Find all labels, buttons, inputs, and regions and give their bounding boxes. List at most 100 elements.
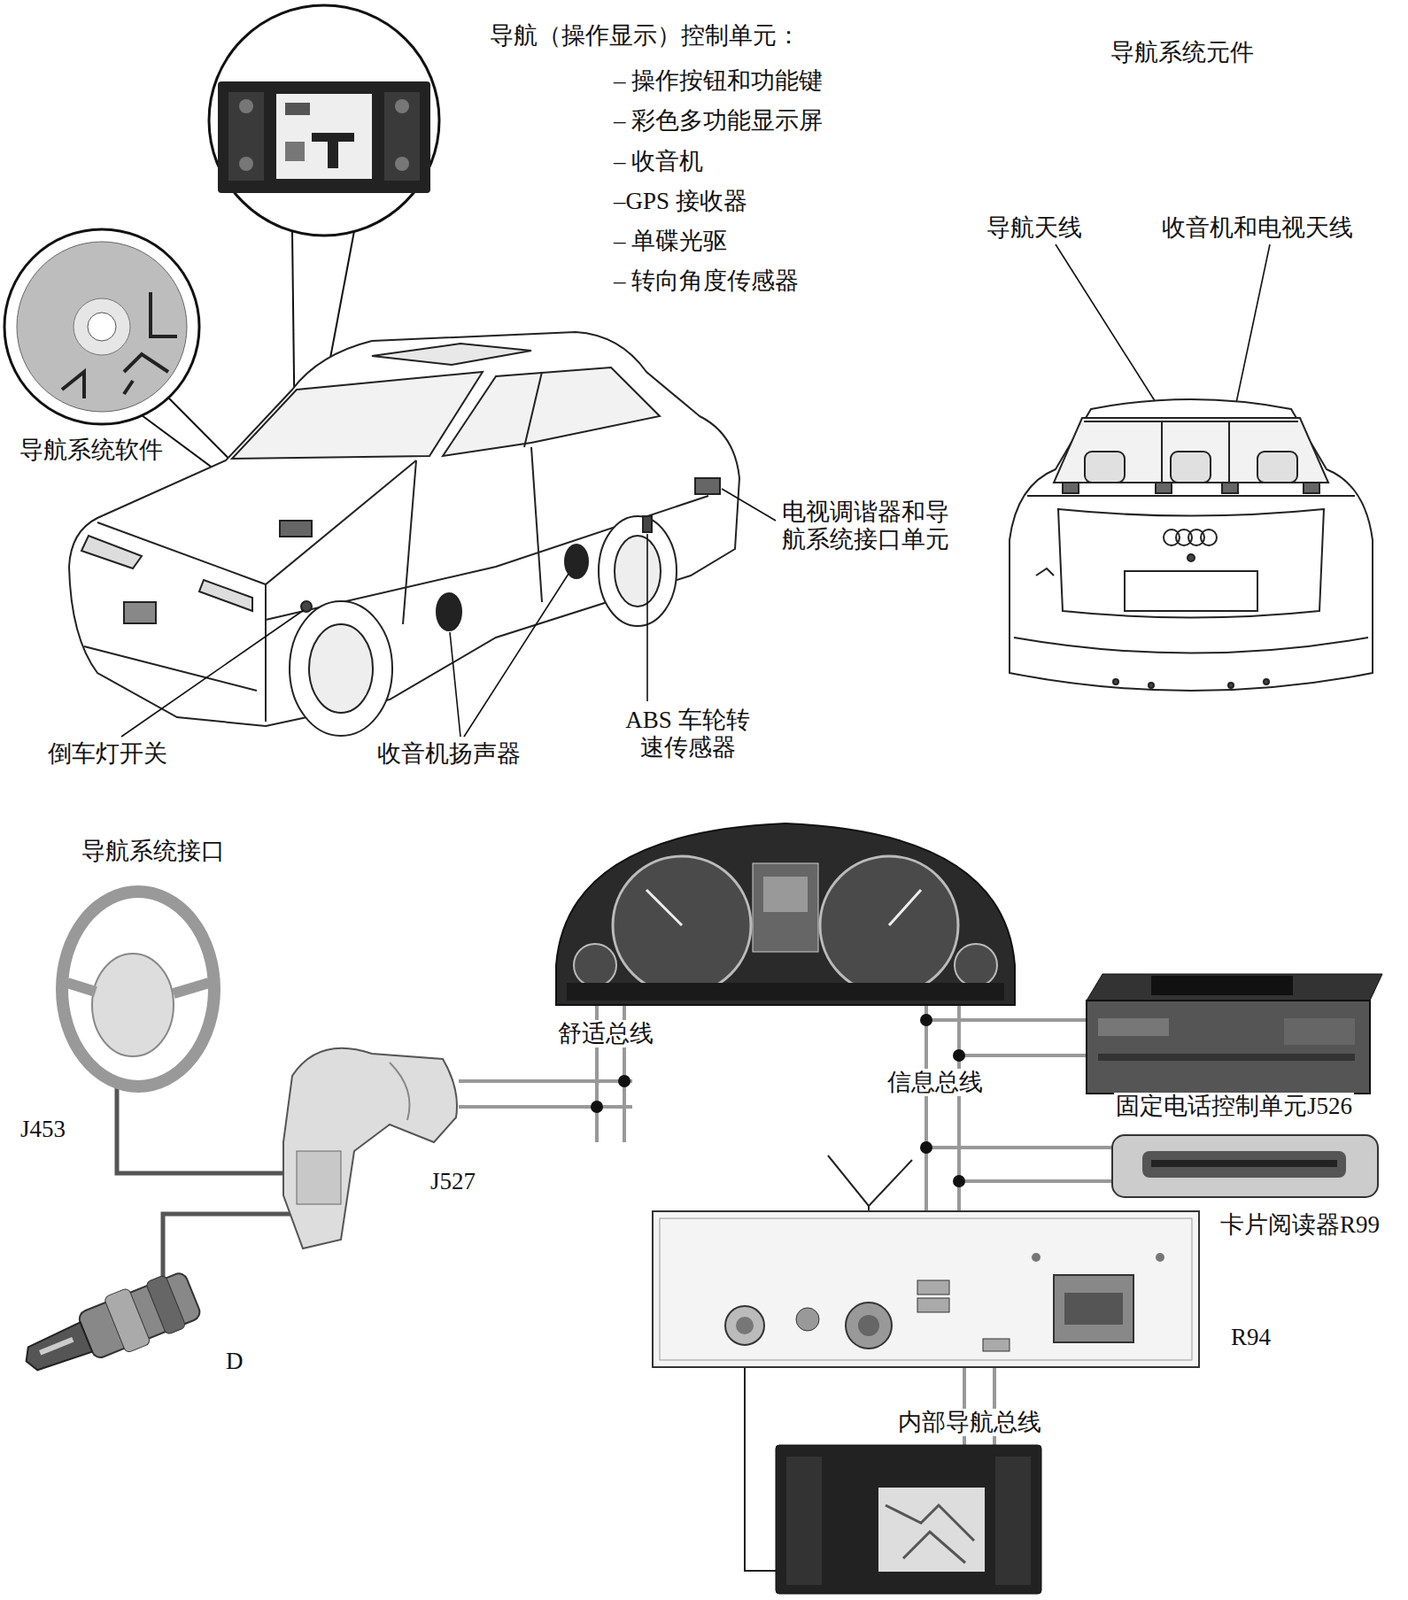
head-unit-callout-part bbox=[285, 141, 305, 162]
head-unit-callout-part bbox=[217, 81, 431, 194]
nav-computer-part bbox=[845, 1302, 892, 1349]
instrument-cluster-part bbox=[889, 889, 921, 926]
rear-car-drawing-part bbox=[1083, 420, 1299, 423]
car-drawing-part bbox=[695, 478, 720, 495]
rear-car-drawing-part bbox=[1062, 482, 1079, 494]
rear-car-drawing-part bbox=[1124, 571, 1258, 612]
leader-lines-part bbox=[646, 533, 649, 702]
nav-computer-part bbox=[1155, 1253, 1165, 1262]
instrument-cluster-part bbox=[820, 856, 959, 995]
card-reader-part bbox=[1142, 1151, 1347, 1178]
display-unit-part bbox=[775, 1445, 1042, 1594]
telephone-unit-part bbox=[1098, 1053, 1355, 1061]
car-drawing bbox=[69, 332, 740, 736]
card-reader-part bbox=[1151, 1160, 1338, 1168]
head-unit-callout-part bbox=[394, 156, 410, 171]
telephone-unit-part bbox=[1098, 1018, 1169, 1037]
ignition-switch-part bbox=[145, 1274, 186, 1335]
rear-car-drawing-part bbox=[1053, 417, 1329, 483]
part-label: 导航系统接口 bbox=[79, 837, 227, 866]
software-callout-part bbox=[123, 292, 178, 372]
car-drawing-part bbox=[371, 343, 532, 365]
ignition-switch-part bbox=[77, 1270, 203, 1361]
rear-car-drawing-part bbox=[1155, 482, 1172, 494]
bus-junctions-part bbox=[920, 1141, 933, 1154]
steering-column-module bbox=[283, 1048, 457, 1249]
display-unit-part bbox=[878, 1487, 985, 1572]
telephone-unit-part bbox=[1086, 1000, 1370, 1094]
part-label: 导航天线 bbox=[984, 214, 1084, 242]
part-label: 舒适总线 bbox=[556, 1020, 656, 1048]
part-label: 收音机扬声器 bbox=[375, 740, 523, 768]
car-drawing-part bbox=[97, 460, 417, 585]
rear-car-drawing-part bbox=[1013, 637, 1369, 654]
nav-computer-part bbox=[858, 1315, 880, 1337]
part-label: J527 bbox=[428, 1168, 478, 1196]
part-label: 导航系统软件 bbox=[17, 436, 165, 465]
part-label: R94 bbox=[1229, 1323, 1273, 1352]
nav-computer-part bbox=[1053, 1275, 1134, 1343]
car-drawing-part bbox=[564, 544, 588, 579]
rear-car-drawing-part bbox=[1222, 482, 1238, 494]
bus-junctions-part bbox=[920, 1013, 933, 1027]
rear-car-drawing-part bbox=[1257, 451, 1298, 483]
instrument-cluster-part bbox=[752, 863, 819, 952]
leader-lines-part bbox=[449, 632, 461, 737]
bus-junctions-part bbox=[952, 1175, 966, 1188]
display-unit bbox=[775, 1445, 1042, 1594]
part-label: 固定电话控制单元J526 bbox=[1114, 1092, 1354, 1121]
part-label: – 单碟光驱 bbox=[611, 227, 729, 256]
car-drawing-part bbox=[524, 371, 542, 448]
instrument-cluster-part bbox=[763, 876, 808, 913]
head-unit-callout-part bbox=[311, 132, 355, 169]
nav-computer-part bbox=[917, 1280, 950, 1295]
bus-junctions-part bbox=[590, 1100, 604, 1114]
nav-computer-part bbox=[725, 1306, 765, 1346]
rear-car-drawing-part bbox=[1113, 679, 1119, 685]
nav-computer-part bbox=[735, 1316, 754, 1335]
car-drawing-part bbox=[84, 646, 257, 691]
steering-column-module-part bbox=[296, 1151, 341, 1205]
part-label: – 操作按钮和功能键 bbox=[611, 67, 825, 95]
software-callout-part bbox=[61, 371, 133, 399]
part-label: 导航（操作显示）控制单元： bbox=[487, 22, 803, 50]
head-unit-callout-part bbox=[228, 92, 264, 181]
car-drawing-part bbox=[642, 516, 652, 533]
car-drawing-part bbox=[531, 447, 542, 603]
head-unit-callout-part bbox=[384, 92, 420, 181]
wires-part bbox=[162, 1214, 293, 1281]
car-drawing-part bbox=[442, 367, 660, 457]
instrument-cluster-part bbox=[556, 823, 1015, 1006]
car-drawing-part bbox=[232, 371, 483, 459]
bus-wires-part bbox=[458, 1105, 633, 1109]
telephone-unit-part bbox=[1086, 974, 1383, 1001]
card-reader bbox=[1112, 1135, 1378, 1198]
rear-car-drawing-part bbox=[1303, 482, 1320, 494]
nav-computer-part bbox=[1031, 1253, 1041, 1262]
rear-car-drawing-part bbox=[1187, 554, 1195, 562]
rear-car-drawing-part bbox=[1027, 495, 1355, 497]
rear-car-drawing-part bbox=[1084, 451, 1125, 483]
bus-junctions-part bbox=[952, 1049, 966, 1062]
steering-wheel-part bbox=[61, 891, 215, 1087]
leader-lines-part bbox=[464, 573, 569, 737]
car-drawing-part bbox=[199, 580, 253, 612]
steering-column-module-part bbox=[283, 1048, 457, 1249]
steering-wheel-part bbox=[67, 982, 209, 994]
rear-car-drawing-part bbox=[1148, 682, 1154, 689]
telephone-unit-part bbox=[1151, 975, 1293, 996]
part-label: – 转向角度传感器 bbox=[611, 267, 801, 295]
bus-wires-part bbox=[926, 1145, 1113, 1150]
leader-lines-part bbox=[1055, 244, 1165, 417]
car-drawing-part bbox=[436, 593, 462, 631]
rear-car-drawing-part bbox=[1228, 682, 1234, 689]
nav-computer bbox=[652, 1211, 1200, 1368]
car-drawing-part bbox=[264, 584, 267, 722]
steering-wheel-part bbox=[92, 953, 174, 1057]
wires-part bbox=[116, 1088, 286, 1174]
leader-lines-part bbox=[721, 488, 776, 521]
ignition-switch bbox=[15, 1266, 205, 1390]
nav-computer-part bbox=[982, 1338, 1010, 1352]
leader-lines-part bbox=[121, 610, 304, 737]
